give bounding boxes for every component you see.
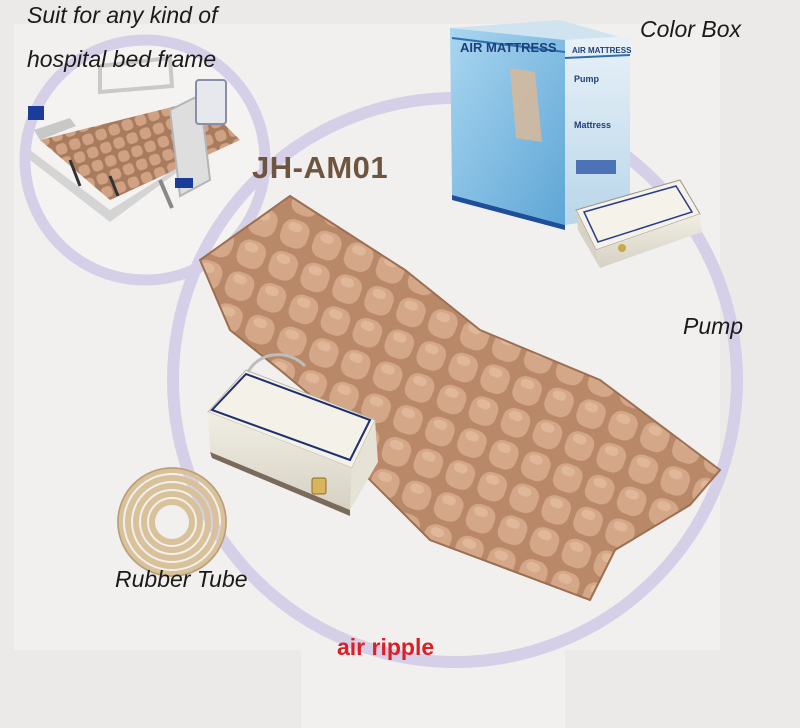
hospital-bed-icon	[28, 55, 240, 222]
color-box-caption: Color Box	[640, 16, 741, 42]
pump-near-box-icon	[575, 179, 702, 268]
color-box-icon	[450, 20, 631, 230]
air-mattress-icon	[198, 194, 722, 602]
box-side-title: AIR MATTRESS	[572, 46, 632, 55]
pump-caption: Pump	[683, 313, 744, 339]
bed-frame-caption-line2: hospital bed frame	[27, 46, 217, 72]
bed-frame-caption-line1: Suit for any kind of	[27, 2, 218, 28]
model-number: JH-AM01	[252, 150, 389, 185]
box-front-title: AIR MATTRESS	[460, 40, 557, 55]
rubber-tube-icon	[117, 467, 227, 577]
rubber-tube-caption: Rubber Tube	[115, 566, 248, 592]
box-side-pump: Pump	[574, 74, 600, 84]
product-type: air ripple	[337, 634, 435, 660]
main-pump-icon	[207, 353, 378, 516]
box-side-mattress: Mattress	[574, 120, 612, 130]
